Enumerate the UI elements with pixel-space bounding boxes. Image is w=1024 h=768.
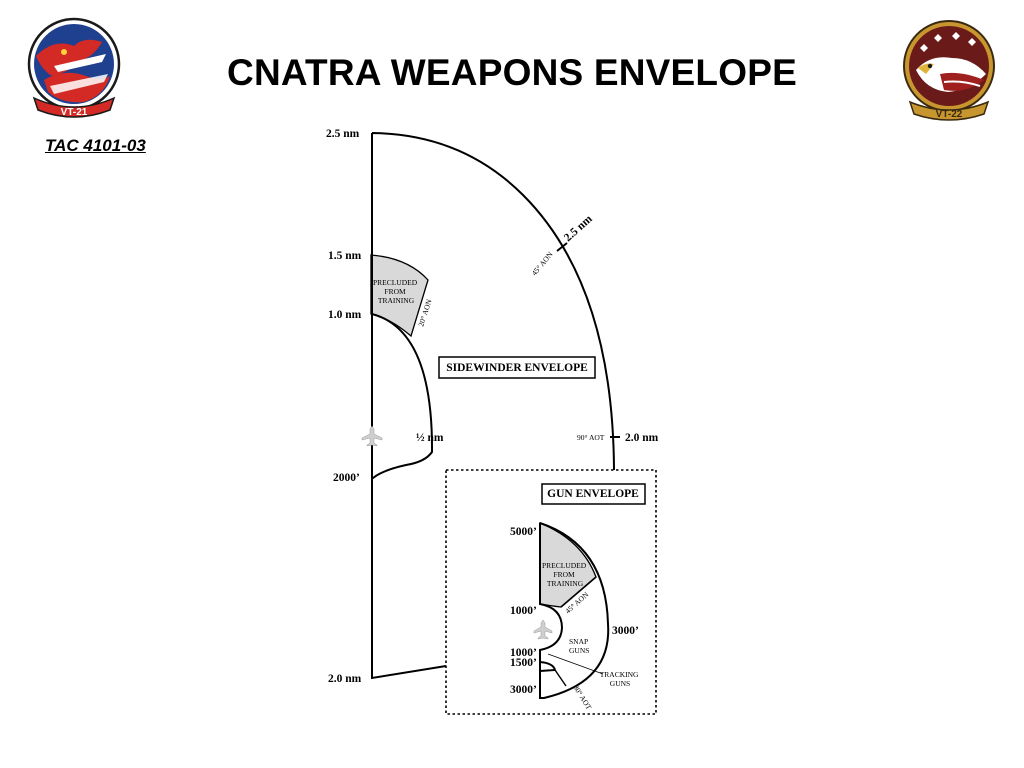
gun-outer-boundary xyxy=(539,522,610,699)
gun-30-aot-line xyxy=(554,669,567,687)
gun-aircraft-icon xyxy=(533,619,553,640)
label-1000ft-lower: 1000’ xyxy=(510,647,537,659)
label-1000ft-upper: 1000’ xyxy=(510,605,537,617)
label-2000ft: 2000’ xyxy=(333,472,360,484)
label-1500ft: 1500’ xyxy=(510,657,537,669)
label-2-0nm-right: 2.0 nm xyxy=(625,432,659,444)
sidewinder-precluded-text: PRECLUDED FROM TRAINING xyxy=(373,278,419,305)
label-1-0nm: 1.0 nm xyxy=(328,309,362,321)
vt22-squadron-logo: VT-22 xyxy=(903,20,995,121)
vt21-logo-text: VT-21 xyxy=(61,107,88,118)
label-3000ft-right: 3000’ xyxy=(612,625,639,637)
gun-inner-boundary xyxy=(539,523,564,672)
label-1-5nm: 1.5 nm xyxy=(328,250,362,262)
gun-precluded-text: PRECLUDED FROM TRAINING xyxy=(542,561,588,588)
label-2-5nm-top: 2.5 nm xyxy=(326,128,360,140)
vt22-logo-text: VT-22 xyxy=(936,109,963,120)
label-half-nm: ½ nm xyxy=(416,432,444,444)
gun-envelope-box xyxy=(541,483,646,505)
snap-guns-text: SNAP GUNS xyxy=(569,637,590,655)
page-title: CNATRA WEAPONS ENVELOPE xyxy=(227,52,797,93)
tracking-guns-text: TRACKING GUNS xyxy=(600,670,641,688)
aircraft-icon xyxy=(361,425,383,447)
label-45-aon: 45° AON xyxy=(530,249,555,277)
gun-envelope-label: GUN ENVELOPE xyxy=(547,488,639,500)
sidewinder-envelope-label: SIDEWINDER ENVELOPE xyxy=(446,362,588,374)
vt21-squadron-logo: VT-21 xyxy=(27,17,121,118)
label-3000ft-bottom: 3000’ xyxy=(510,684,537,696)
tick-2-5nm-diagonal xyxy=(556,242,568,252)
label-2-5nm-diagonal: 2.5 nm xyxy=(562,213,595,244)
tracking-guns-leader xyxy=(547,653,604,675)
label-90-aot: 90° AOT xyxy=(577,433,605,442)
sidewinder-inner-boundary xyxy=(371,255,434,479)
label-2-0nm-bottom: 2.0 nm xyxy=(328,673,362,685)
gun-45-aon-line xyxy=(560,576,597,608)
sidewinder-envelope-box xyxy=(438,356,596,379)
label-5000ft: 5000’ xyxy=(510,526,537,538)
document-id: TAC 4101-03 xyxy=(45,136,146,155)
